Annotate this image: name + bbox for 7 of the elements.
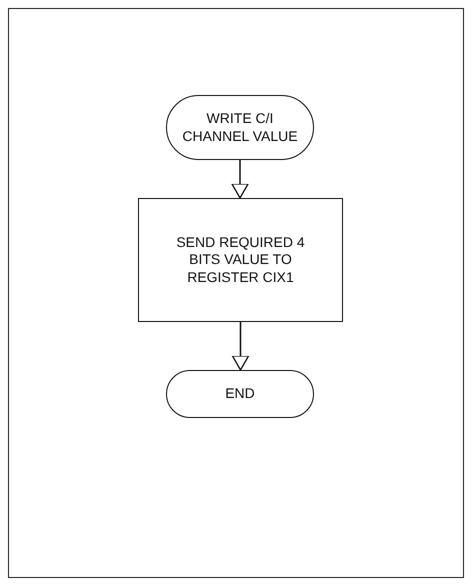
terminator-shape xyxy=(166,370,314,418)
arrow xyxy=(231,160,249,199)
node-text: END xyxy=(225,385,255,403)
process-box xyxy=(138,198,343,322)
node-text: WRITE C/I CHANNEL VALUE xyxy=(181,110,299,145)
node-text: SEND REQUIRED 4 BITS VALUE TO REGISTER CIX1 xyxy=(175,234,306,286)
arrow xyxy=(232,322,250,371)
